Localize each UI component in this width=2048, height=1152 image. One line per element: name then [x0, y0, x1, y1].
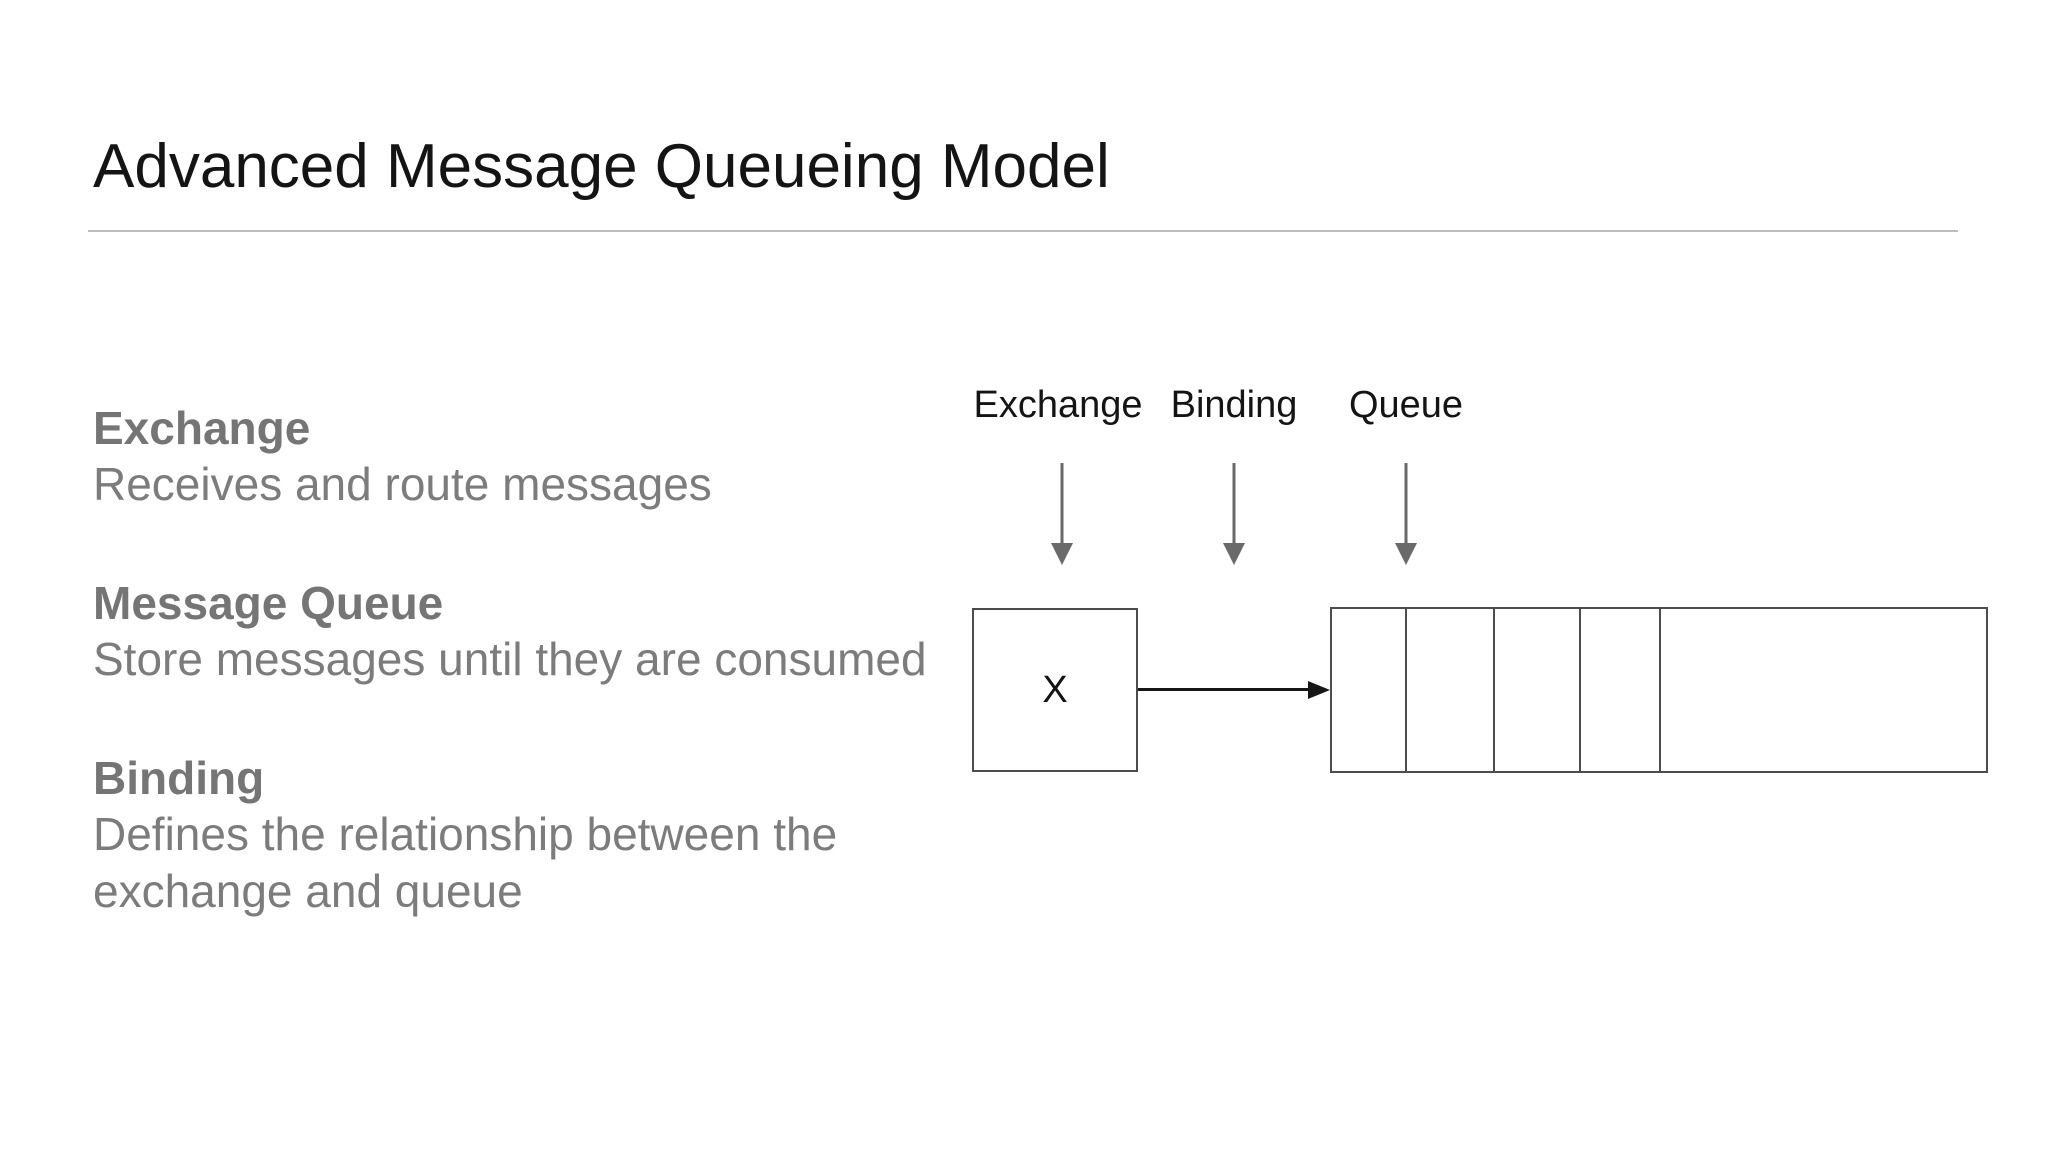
queue-column-label: Queue [1348, 384, 1464, 426]
queue-box [1330, 607, 1988, 773]
binding-arrow-icon [1138, 681, 1330, 699]
exchange-column-label: Exchange [973, 384, 1143, 426]
queue-segment [1661, 609, 1986, 771]
definition-description: Receives and route messages [93, 458, 712, 510]
definition-description: Defines the relationship between the exc… [93, 808, 838, 917]
definitions-list: Exchange Receives and route messages Mes… [93, 400, 1023, 982]
queue-segment [1581, 609, 1661, 771]
binding-column-label: Binding [1170, 384, 1298, 426]
exchange-symbol: X [1042, 669, 1068, 711]
queue-segment [1495, 609, 1581, 771]
definition-item-binding: Binding Defines the relationship between… [93, 750, 1023, 920]
page-title: Advanced Message Queueing Model [93, 132, 1110, 201]
definition-description: Store messages until they are consumed [93, 633, 927, 685]
title-divider [88, 230, 1958, 232]
definition-term: Message Queue [93, 577, 444, 629]
queue-segment [1407, 609, 1495, 771]
queue-segment [1332, 609, 1407, 771]
definition-term: Exchange [93, 402, 311, 454]
definition-term: Binding [93, 752, 265, 804]
exchange-box: X [972, 608, 1138, 772]
down-arrow-icon [1223, 463, 1245, 565]
down-arrow-icon [1051, 463, 1073, 565]
definition-item-exchange: Exchange Receives and route messages [93, 400, 1023, 513]
definition-item-message-queue: Message Queue Store messages until they … [93, 575, 1023, 688]
down-arrow-icon [1395, 463, 1417, 565]
